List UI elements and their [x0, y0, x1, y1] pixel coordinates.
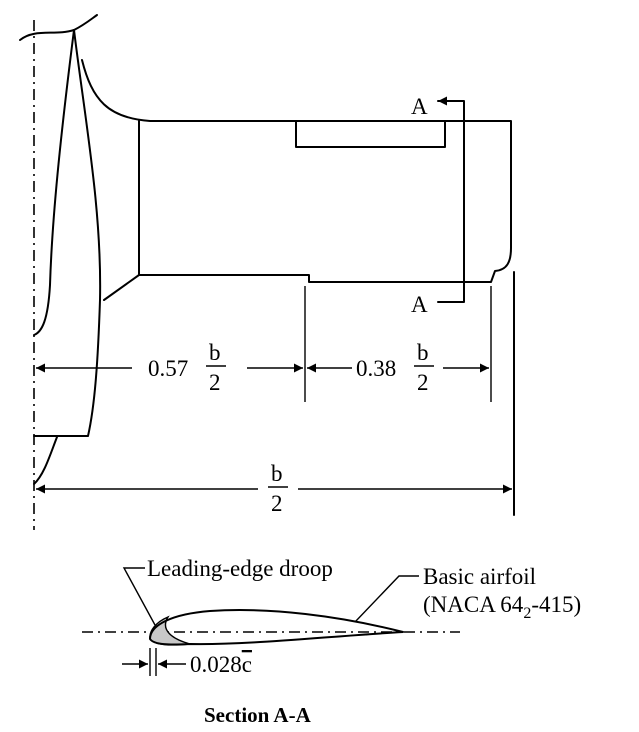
droop-label: Leading-edge droop — [147, 556, 333, 581]
basic-airfoil — [149, 609, 404, 646]
outboard-denominator: 2 — [417, 370, 429, 395]
inboard-numerator: b — [209, 340, 221, 365]
leading-edge-droop — [149, 615, 191, 646]
wing-planform — [81, 59, 512, 301]
airfoil-label-line2: (NACA 642-415) — [423, 592, 581, 622]
section-marker-bottom: A — [411, 292, 428, 317]
section-title: Section A-A — [204, 703, 312, 727]
droop-leader — [122, 567, 156, 626]
inboard-coefficient: 0.57 — [148, 356, 188, 381]
airfoil-leader — [354, 575, 419, 623]
droop-dimension: 0.028c — [190, 652, 252, 677]
inboard-denominator: 2 — [209, 370, 221, 395]
dimension-outboard: 0.38 b 2 — [307, 340, 489, 395]
section-cut-line: A A — [411, 94, 465, 317]
semispan-numerator: b — [271, 461, 283, 486]
section-marker-top: A — [411, 94, 428, 119]
semispan-denominator: 2 — [271, 491, 283, 516]
extension-lines — [304, 271, 515, 516]
dimension-semispan: b 2 — [36, 461, 512, 516]
section-view: Leading-edge droop Basic airfoil (NACA 6… — [82, 556, 581, 727]
outboard-coefficient: 0.38 — [356, 356, 396, 381]
outboard-numerator: b — [417, 340, 429, 365]
fuselage-outline — [19, 14, 102, 485]
airfoil-label-line1: Basic airfoil — [423, 564, 536, 589]
dimension-inboard: 0.57 b 2 — [36, 340, 303, 395]
